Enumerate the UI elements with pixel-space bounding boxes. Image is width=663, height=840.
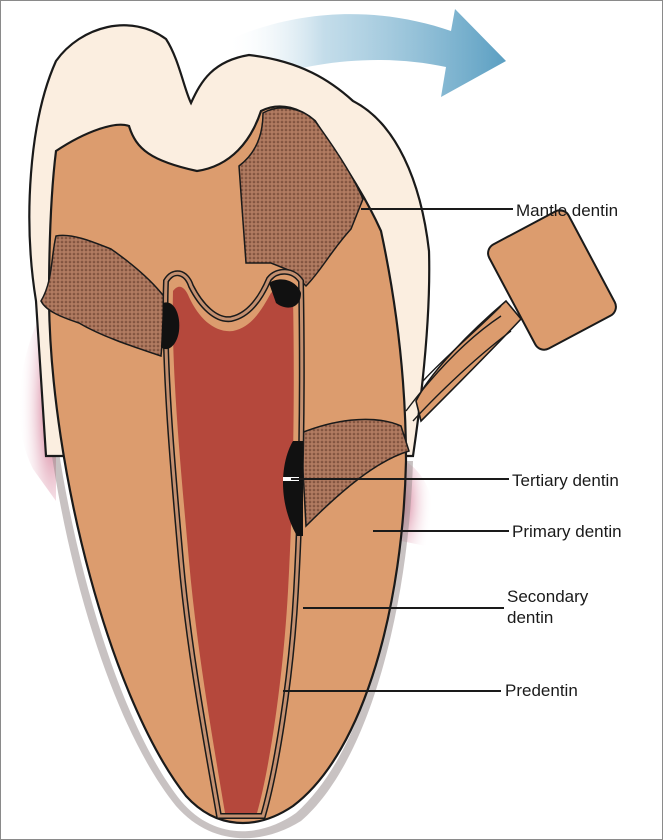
tertiary-dentin-right [269, 279, 301, 308]
label-predentin: Predentin [505, 681, 578, 700]
mantle-dentin-tertiary [300, 418, 410, 528]
label-secondary-line2: dentin [507, 608, 554, 627]
label-tertiary-dentin: Tertiary dentin [512, 471, 619, 490]
label-secondary-dentin: Secondary dentin [507, 586, 588, 628]
label-primary-dentin: Primary dentin [512, 522, 622, 541]
mantle-dentin-crown [238, 107, 364, 288]
predentin-layer [163, 270, 304, 818]
tertiary-dentin-side [283, 441, 303, 536]
pulp-chamber [172, 286, 294, 813]
label-secondary-line1: Secondary [507, 587, 589, 606]
tertiary-dentin-left [161, 302, 180, 350]
flow-arrow [226, 9, 506, 97]
mantle-dentin-left [40, 234, 167, 358]
dental-instrument [405, 209, 617, 423]
label-mantle-dentin: Mantle dentin [516, 201, 619, 220]
